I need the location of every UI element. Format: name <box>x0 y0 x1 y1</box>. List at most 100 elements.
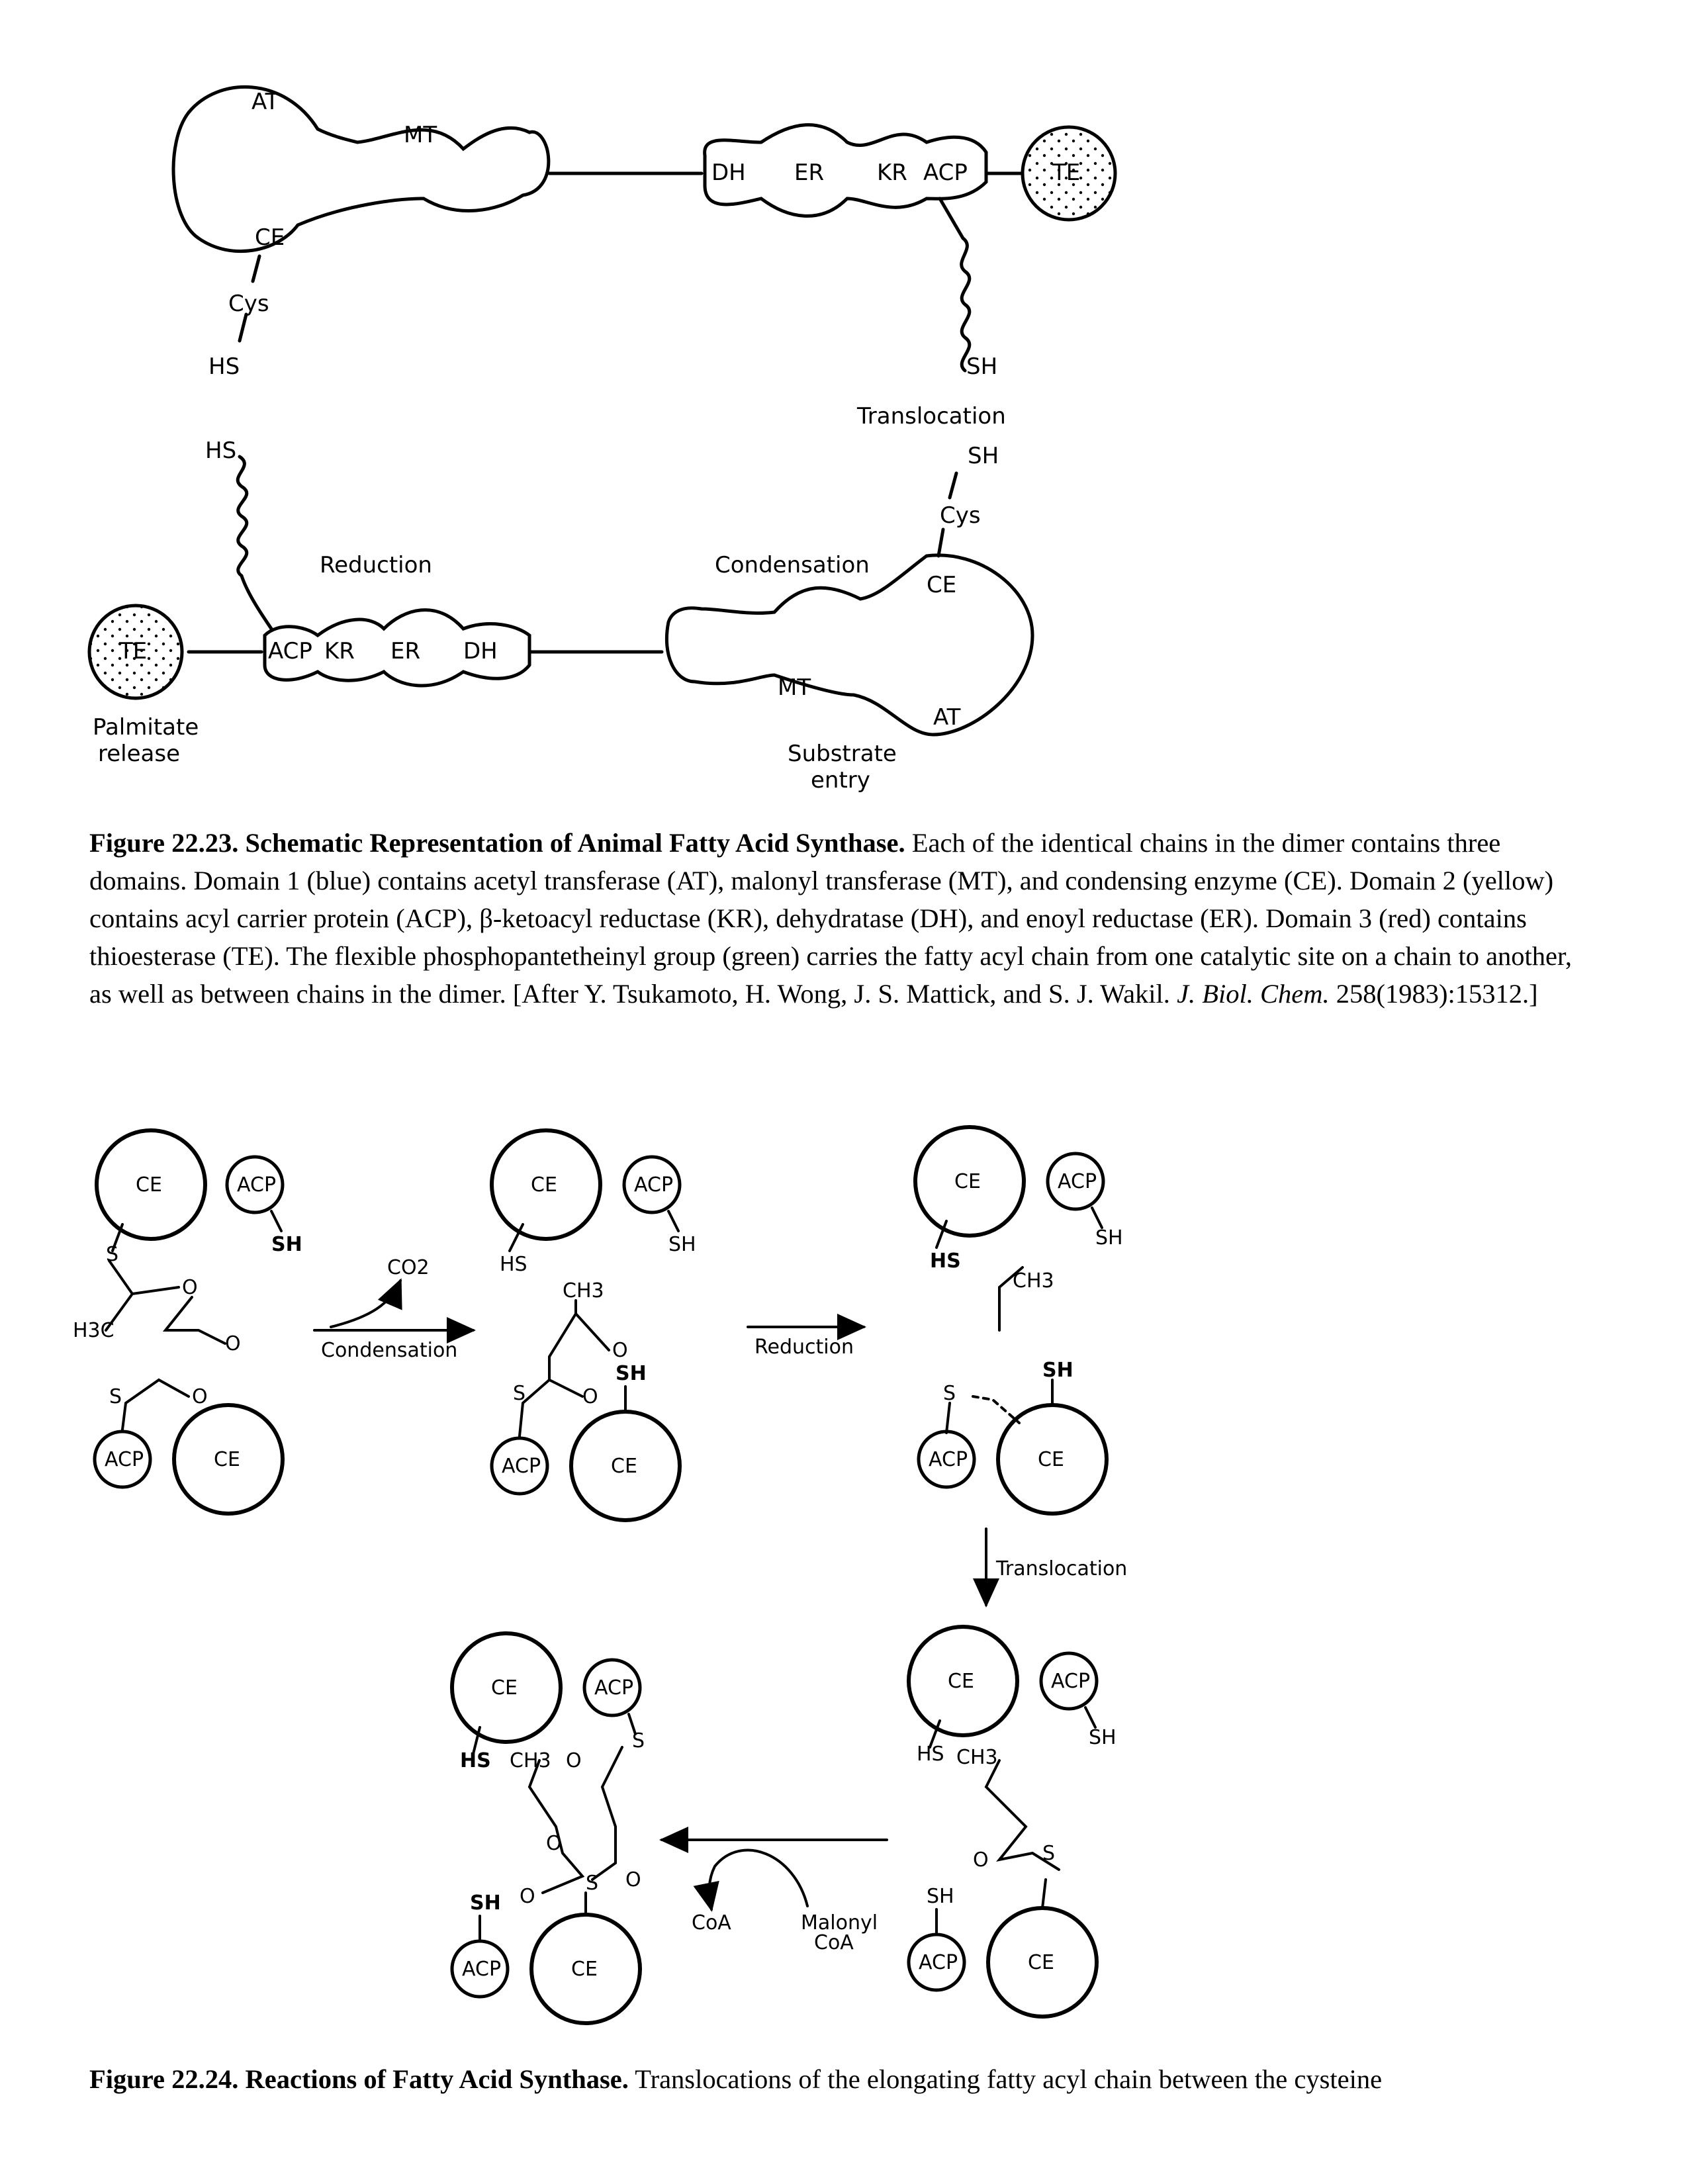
label-substrate-line2: entry <box>811 767 870 794</box>
condensation-label: Condensation <box>321 1339 457 1362</box>
ce-label-p5-bot: CE <box>571 1958 598 1981</box>
label-dh-top: DH <box>711 159 746 186</box>
te-domain-bottom <box>87 604 184 700</box>
acp-label-p4-top: ACP <box>1051 1670 1090 1693</box>
label-te-bottom: TE <box>118 638 147 664</box>
bonds-p1 <box>105 1210 283 1431</box>
acp-circle-p4-bot <box>907 1933 966 1992</box>
pantetheine-arm-top <box>938 197 972 373</box>
figure-22-23-diagram: AT MT CE DH ER KR ACP TE Cys HS SH Trans… <box>87 85 1117 794</box>
sh-label-p4-bot: SH <box>927 1885 954 1908</box>
ce-label-p1-bot: CE <box>214 1448 240 1471</box>
ce-circle-p4-top <box>907 1625 1019 1737</box>
label-hs-top: HS <box>208 353 240 380</box>
cys-arm-top-2 <box>238 312 248 343</box>
bonds-p4 <box>929 1706 1097 1934</box>
o-label-p2-b: O <box>582 1385 598 1408</box>
caption-22-23-journal: J. Biol. Chem. <box>1177 979 1330 1009</box>
ch3-label-p3: CH3 <box>1013 1269 1054 1293</box>
malonyl-label-line2: CoA <box>814 1931 854 1954</box>
label-palmitate-line2: release <box>98 741 180 767</box>
acp-label-p1-bot: ACP <box>105 1448 144 1471</box>
o-label-p1-c: O <box>192 1385 208 1408</box>
acp-circle-p5-bot <box>450 1939 510 1999</box>
domain1-bottom-shape <box>664 553 1034 737</box>
ce-label-p3-bot: CE <box>1038 1448 1064 1471</box>
caption-22-24-body: Translocations of the elongating fatty a… <box>635 2064 1383 2094</box>
ce-label-p3-top: CE <box>954 1170 981 1193</box>
label-kr-bottom: KR <box>324 638 355 664</box>
label-mt-top: MT <box>404 122 437 148</box>
s-label-p1-bot: S <box>109 1385 122 1408</box>
o-label-p5-d: O <box>520 1885 535 1908</box>
caption-22-23-title: Schematic Representation of Animal Fatty… <box>245 828 905 858</box>
acp-circle-p2-bot <box>490 1436 549 1496</box>
hs-label-p2: HS <box>500 1253 527 1276</box>
acp-label-p2-bot: ACP <box>502 1455 541 1478</box>
domain2-top-shape <box>703 123 988 218</box>
sh-label-p2-bot: SH <box>616 1362 647 1385</box>
ch3-label-p5: CH3 <box>510 1749 551 1772</box>
arrow-co2-curve <box>330 1278 402 1328</box>
ce-label-p4-bot: CE <box>1028 1951 1054 1974</box>
figure-22-23-caption: Figure 22.23. Schematic Representation o… <box>89 824 1598 1013</box>
acp-label-p3-top: ACP <box>1058 1170 1097 1193</box>
ce-label-p2-top: CE <box>531 1173 557 1197</box>
domain1-top-shape <box>171 85 551 253</box>
acp-circle-p2-top <box>622 1155 682 1214</box>
ce-circle-p1-top <box>95 1128 207 1241</box>
dashed-bonds-p3 <box>972 1395 1021 1424</box>
pantetheine-arm-bottom <box>236 455 273 631</box>
sh-label-p5: SH <box>470 1891 501 1915</box>
acp-label-p3-bot: ACP <box>929 1448 968 1471</box>
caption-22-23-number: Figure 22.23. <box>89 828 239 858</box>
label-cys-bottom: Cys <box>940 502 981 529</box>
label-er-top: ER <box>794 159 824 186</box>
label-at-top: AT <box>251 89 279 115</box>
translocation-label: Translocation <box>995 1557 1127 1580</box>
label-cys-top: Cys <box>228 291 269 317</box>
domain2-bottom-shape <box>263 608 531 688</box>
label-at-bottom: AT <box>933 704 961 731</box>
hs-label-p4: HS <box>917 1743 944 1766</box>
ce-label-p1-top: CE <box>136 1173 162 1197</box>
label-acp-top: ACP <box>923 159 968 186</box>
o-label-p5-b: O <box>546 1832 562 1855</box>
sh-label-p3-top: SH <box>1095 1226 1123 1250</box>
sh-label-p1: SH <box>271 1233 302 1256</box>
label-substrate-line1: Substrate <box>788 741 897 767</box>
acp-label-p5-bot: ACP <box>462 1958 501 1981</box>
o-label-p1-b: O <box>225 1332 241 1355</box>
h3c-label-p1: H3C <box>73 1319 114 1342</box>
s-label-p5-bot: S <box>586 1872 598 1895</box>
malonyl-label-line1: Malonyl <box>801 1911 878 1934</box>
acp-circle-p1-bot <box>93 1430 152 1489</box>
acp-label-p1-top: ACP <box>237 1173 276 1197</box>
label-mt-bottom: MT <box>778 674 811 701</box>
bonds-p2 <box>508 1210 680 1437</box>
label-te-top: TE <box>1052 159 1080 186</box>
acp-circle-p3-top <box>1046 1152 1105 1211</box>
ch3-label-p2: CH3 <box>563 1279 604 1302</box>
label-palmitate-line1: Palmitate <box>93 714 199 741</box>
cys-arm-bottom-1 <box>948 471 958 500</box>
acp-label-p4-bot: ACP <box>919 1951 958 1974</box>
label-kr-top: KR <box>877 159 907 186</box>
label-reduction: Reduction <box>320 552 432 578</box>
ce-label-p4-top: CE <box>948 1670 974 1693</box>
label-ce-bottom: CE <box>927 572 956 598</box>
sh-label-p4-top: SH <box>1089 1726 1117 1749</box>
caption-22-24-title: Reactions of Fatty Acid Synthase. <box>245 2064 629 2094</box>
caption-22-24-number: Figure 22.24. <box>89 2064 239 2094</box>
coa-label: CoA <box>692 1911 731 1934</box>
ce-label-p2-bot: CE <box>611 1455 637 1478</box>
label-hs-bottom: HS <box>205 437 236 464</box>
sh-label-p2-top: SH <box>668 1233 696 1256</box>
caption-22-23-body: Each of the identical chains in the dime… <box>89 828 1573 1009</box>
s-label-p3: S <box>943 1382 956 1405</box>
caption-22-23-citation: 258(1983):15312.] <box>1336 979 1538 1009</box>
s-label-p5-top: S <box>632 1729 645 1752</box>
o-label-p5-c: O <box>625 1868 641 1891</box>
label-sh-bottom: SH <box>968 443 999 469</box>
ce-label-p5-top: CE <box>491 1676 518 1700</box>
